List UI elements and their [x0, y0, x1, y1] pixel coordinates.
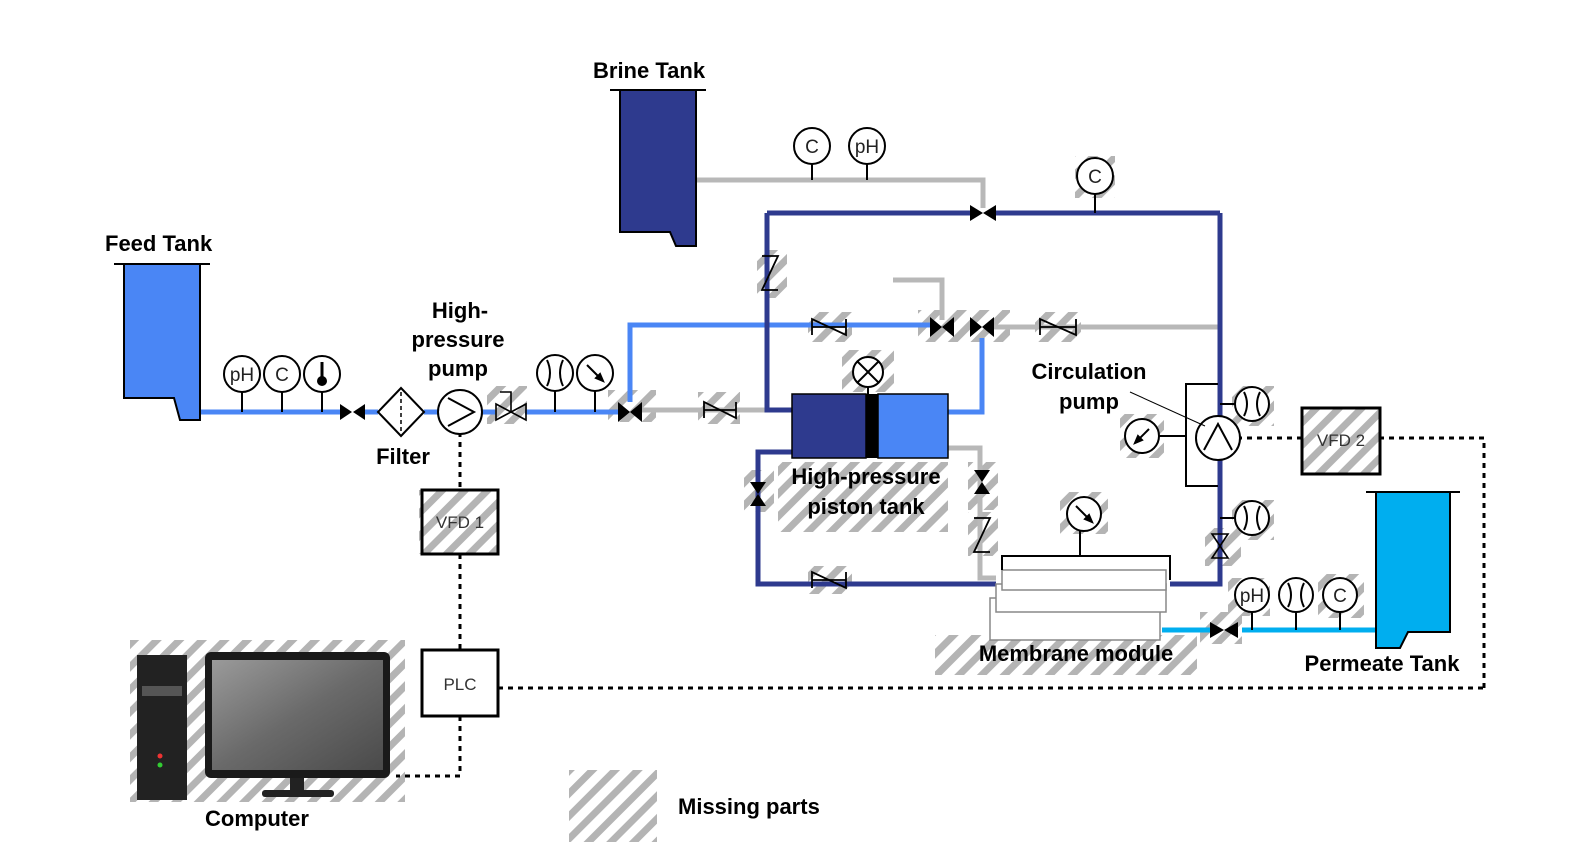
brine-c-label: C [805, 137, 819, 158]
piston-tank-label: High-pressure piston tank [791, 464, 940, 519]
vfd1-label: VFD 1 [436, 513, 484, 532]
control-signal-lines [396, 432, 1486, 778]
legend-missing-label: Missing parts [678, 794, 820, 819]
computer-label: Computer [205, 806, 309, 831]
filter [376, 386, 426, 438]
circulation-pump-symbol [1129, 383, 1241, 487]
permeate-ph-sensor: pH [1234, 577, 1270, 630]
gate-valves [340, 205, 1238, 638]
pressure-gauge-icons [576, 354, 1186, 532]
legend-hatch-swatch [569, 770, 657, 842]
high-pressure-pump-label: High- pressure pump [412, 298, 505, 381]
feed-tank-label: Feed Tank [105, 231, 213, 256]
relief-valve [495, 391, 1230, 559]
svg-text:pump: pump [428, 356, 488, 381]
feed-pipes [200, 322, 985, 415]
permeate-ph-label: pH [1240, 586, 1264, 607]
permeate-conductivity-sensor: C [1322, 577, 1358, 630]
circulation-pump-label: Circulation pump [1032, 359, 1147, 414]
plc-label: PLC [443, 675, 476, 694]
permeate-tank-label: Permeate Tank [1305, 651, 1461, 676]
svg-text:High-: High- [432, 298, 488, 323]
vfd2-box: VFD 2 [1300, 406, 1382, 476]
feed-tank [114, 263, 210, 421]
filter-label: Filter [376, 444, 430, 469]
feed-ph-label: pH [230, 365, 254, 386]
svg-text:pressure: pressure [412, 327, 505, 352]
loop-conductivity-sensor: C [1076, 157, 1114, 213]
computer-icon [137, 652, 390, 800]
brine-tank-label: Brine Tank [593, 58, 706, 83]
feed-ph-sensor: pH [223, 355, 261, 412]
loop-c-label: C [1088, 167, 1102, 188]
permeate-c-label: C [1333, 586, 1347, 607]
membrane-module-label: Membrane module [979, 641, 1173, 666]
svg-text:High-pressure: High-pressure [791, 464, 940, 489]
high-pressure-pump-symbol [437, 389, 483, 435]
check-valves [703, 255, 1077, 590]
feed-thermometer-icon [303, 355, 341, 412]
plc-box: PLC [420, 648, 500, 718]
brine-tank [610, 89, 706, 247]
svg-text:pump: pump [1059, 389, 1119, 414]
svg-text:piston tank: piston tank [807, 494, 925, 519]
svg-text:Circulation: Circulation [1032, 359, 1147, 384]
piston-tank [791, 356, 949, 459]
permeate-tank [1366, 491, 1460, 649]
feed-c-label: C [275, 365, 289, 386]
vfd2-label: VFD 2 [1317, 431, 1365, 450]
vfd1-box: VFD 1 [420, 488, 500, 556]
brine-ph-label: pH [855, 137, 879, 158]
feed-conductivity-sensor: C [263, 355, 301, 412]
brine-ph-sensor: pH [848, 127, 886, 180]
membrane-module [989, 530, 1171, 641]
brine-conductivity-sensor: C [793, 127, 831, 180]
flow-meter-icons [536, 354, 1314, 630]
